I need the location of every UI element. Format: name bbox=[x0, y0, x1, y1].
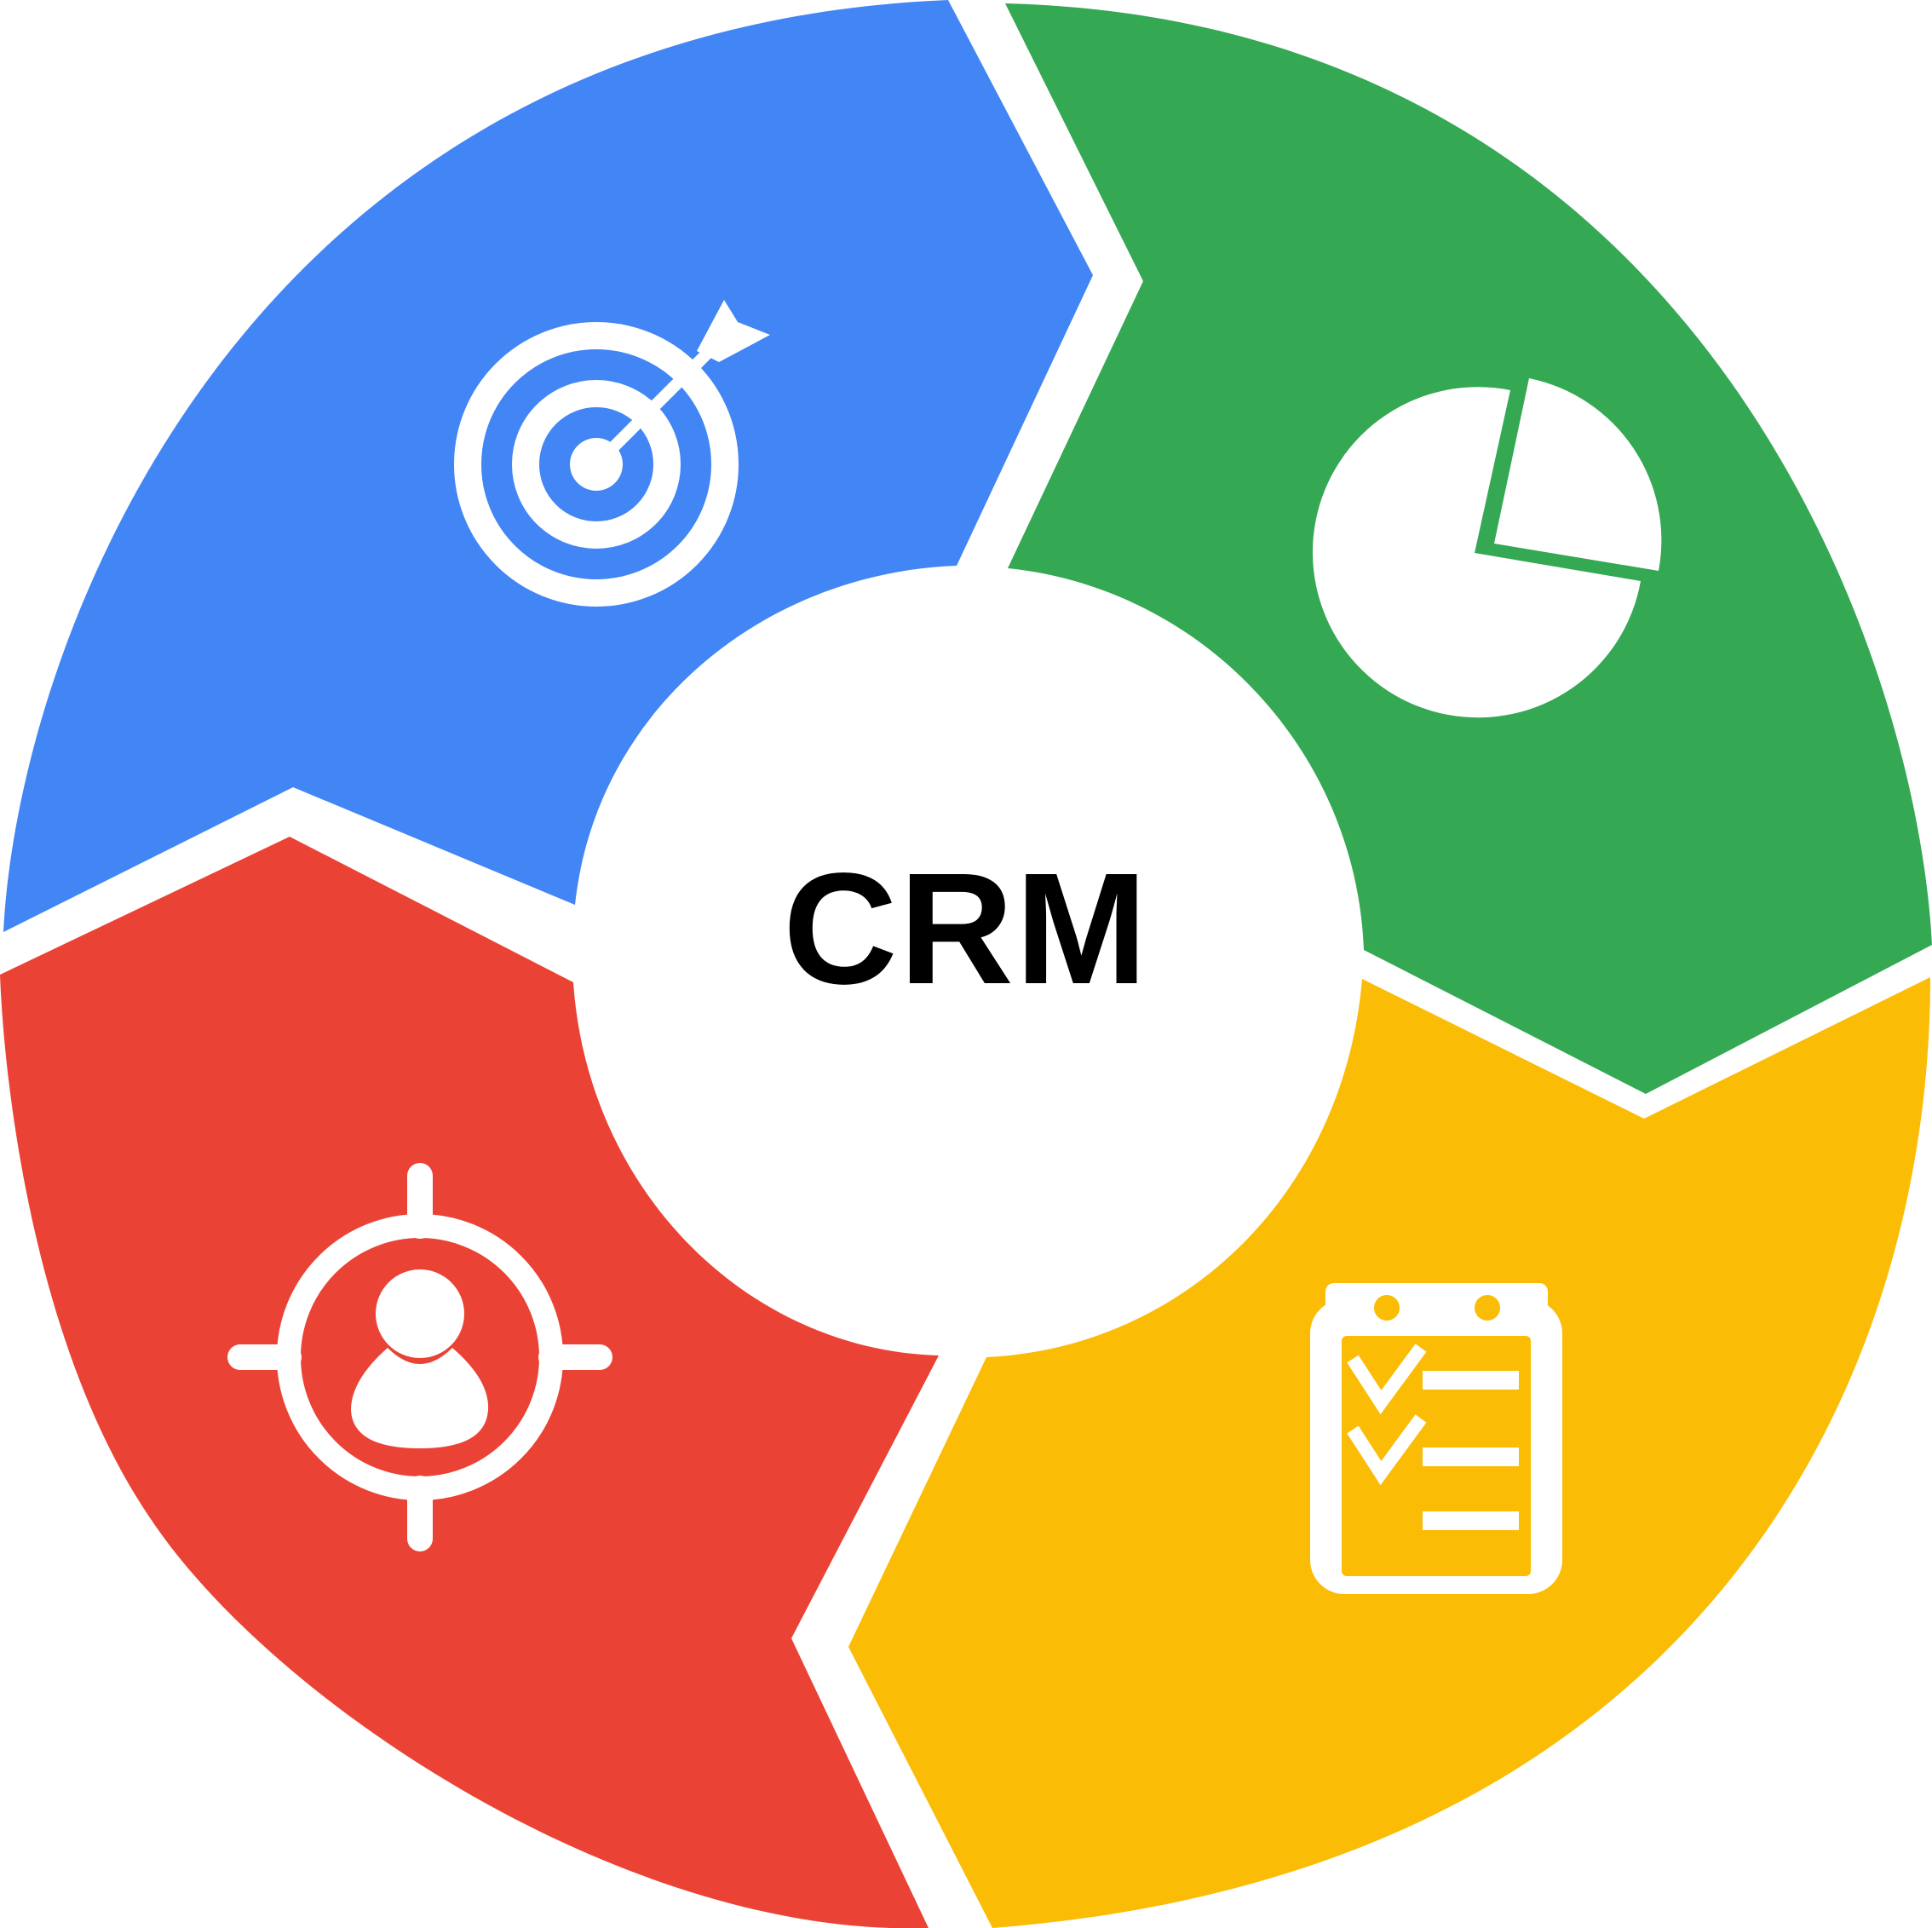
segment-red bbox=[0, 837, 939, 1928]
center-title: CRM bbox=[783, 840, 1149, 1017]
center-circle bbox=[574, 572, 1358, 1355]
pie-chart-icon bbox=[1312, 378, 1662, 718]
segment-green bbox=[1005, 3, 1932, 1094]
segment-blue bbox=[3, 0, 1093, 932]
target-arrow-icon bbox=[454, 300, 770, 607]
checklist-clipboard-icon bbox=[1310, 1283, 1562, 1594]
customer-target-icon bbox=[227, 1163, 612, 1551]
segment-yellow bbox=[848, 977, 1930, 1928]
